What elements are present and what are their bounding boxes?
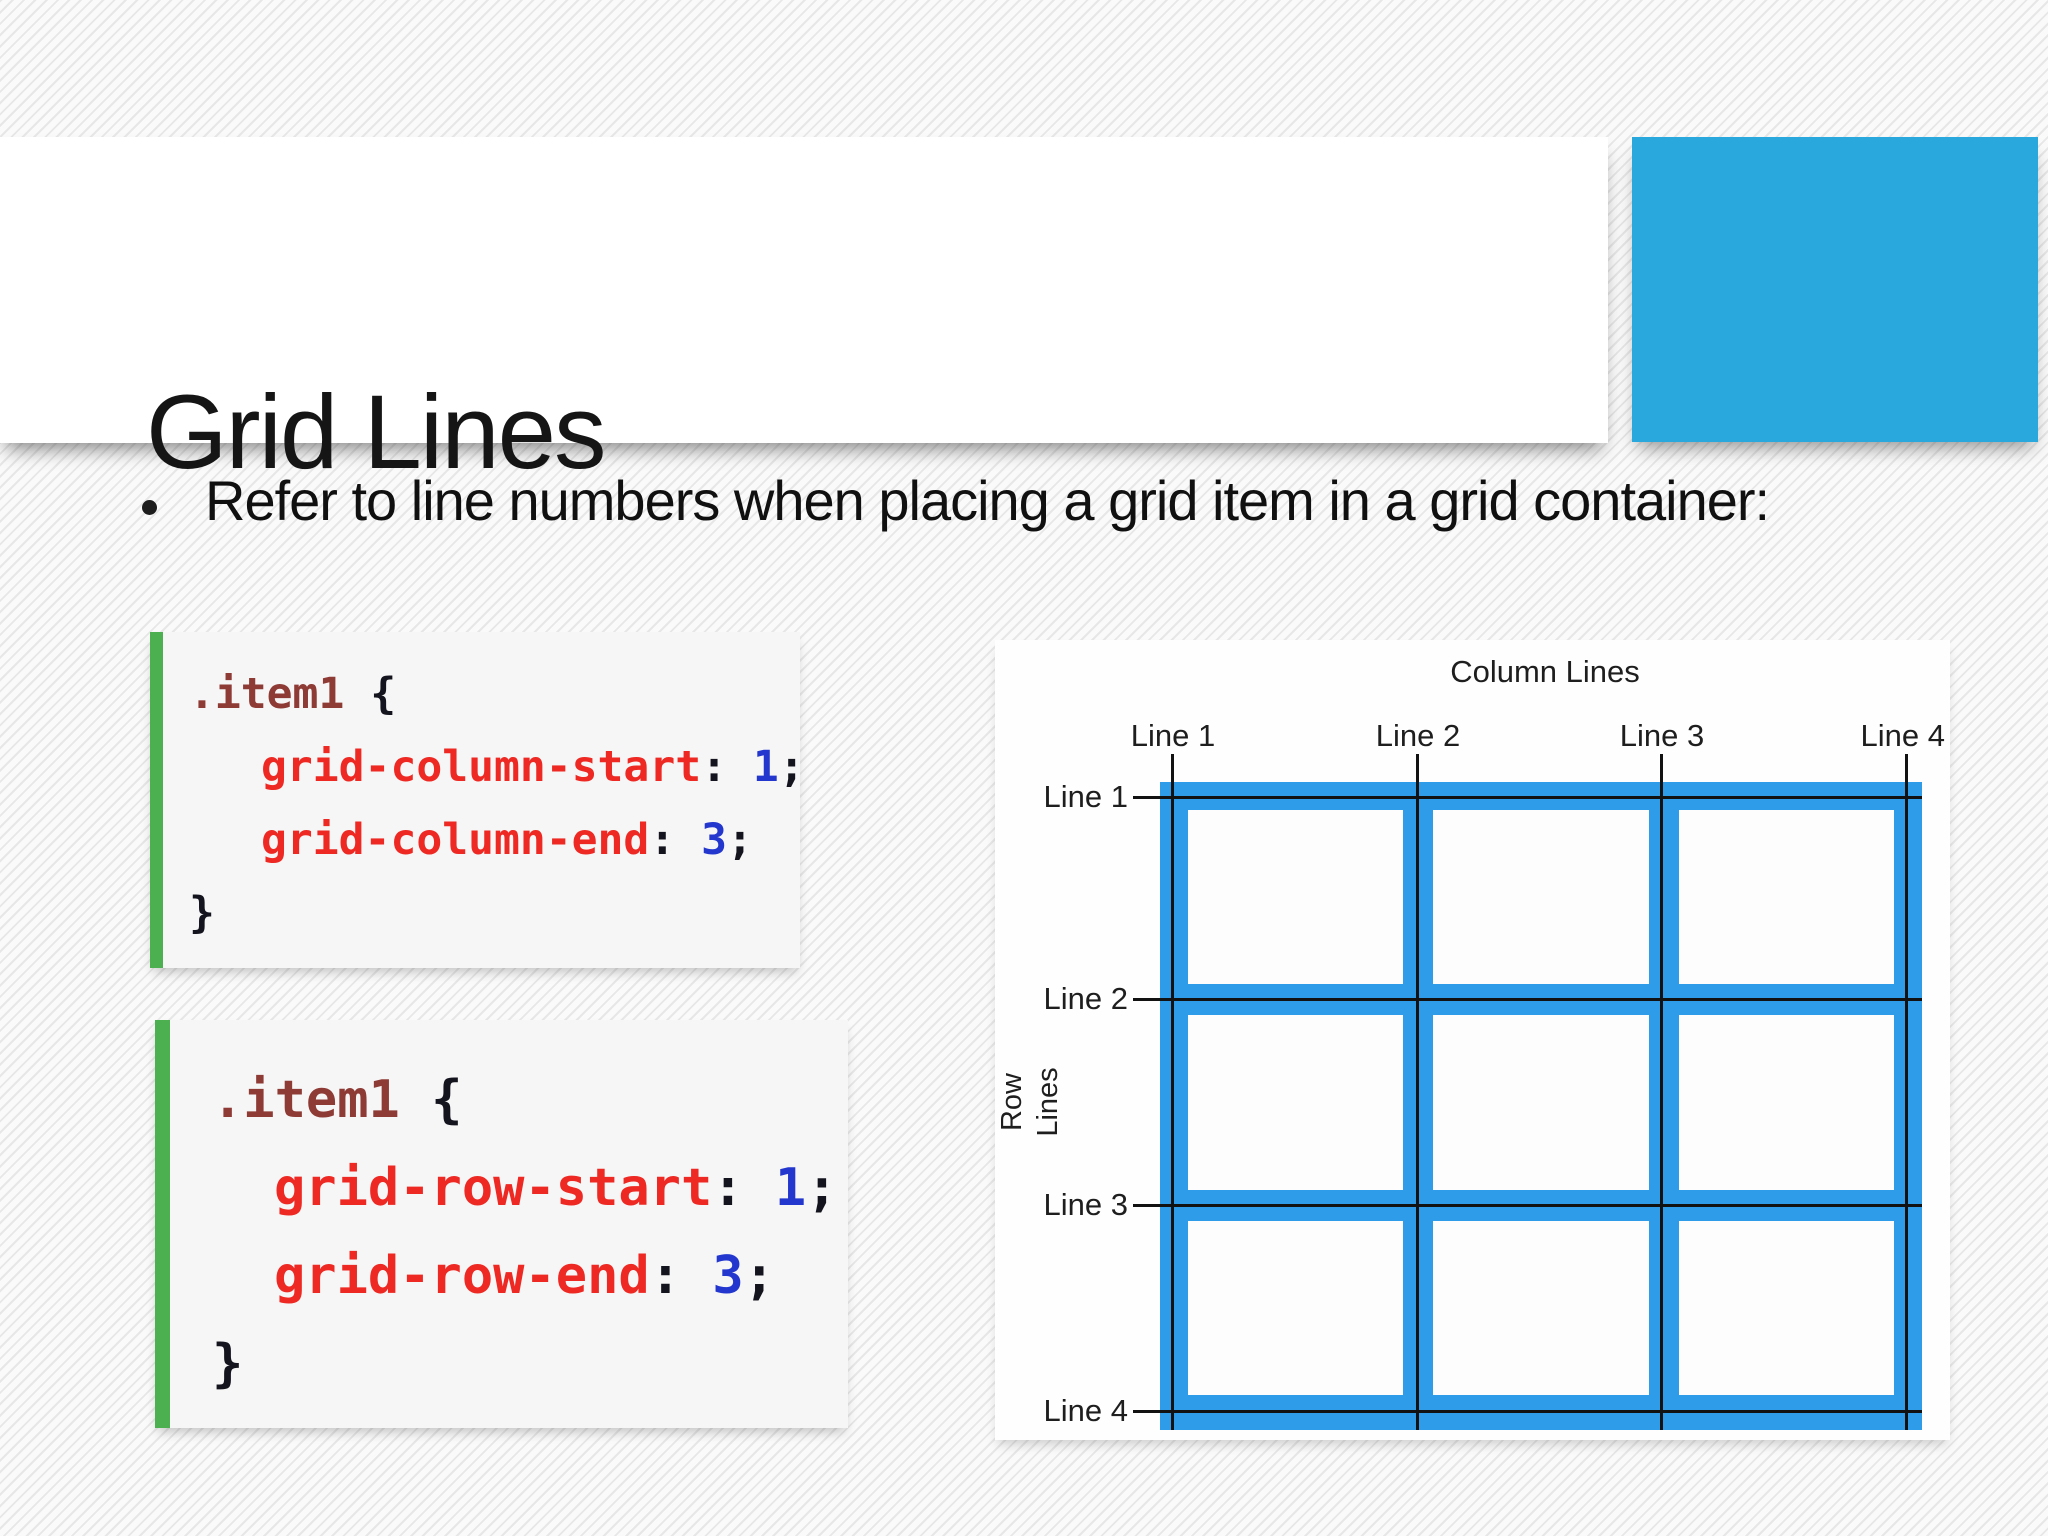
title-band: Grid Lines	[0, 137, 1608, 485]
css-property: grid-row-end	[274, 1246, 650, 1306]
code-line: .item1 {	[189, 658, 800, 731]
semicolon: ;	[806, 1158, 838, 1218]
row-axis-label: Row Lines	[996, 1067, 1064, 1137]
row-label-line-4: Line 4	[1043, 1393, 1128, 1428]
row-line-2	[1133, 998, 1922, 1001]
grid-cell	[1678, 1015, 1894, 1190]
grid-lines-diagram: Column Lines Line 1 Line 2 Line 3 Line 4…	[995, 640, 1950, 1440]
grid-cell	[1678, 1220, 1894, 1395]
close-brace: }	[212, 1334, 244, 1394]
column-label-line-3: Line 3	[1619, 718, 1705, 753]
page-title: Grid Lines	[146, 374, 607, 491]
column-line-2	[1416, 754, 1419, 1430]
code-block-grid-column: .item1 { grid-column-start: 1; grid-colu…	[150, 632, 805, 968]
bullet-text: Refer to line numbers when placing a gri…	[205, 469, 1770, 532]
row-line-1	[1133, 796, 1922, 799]
column-line-4	[1905, 754, 1908, 1430]
code-line: grid-column-end: 3;	[189, 804, 800, 877]
colon: :	[701, 742, 753, 792]
colon: :	[649, 815, 702, 865]
css-value: 3	[712, 1246, 744, 1306]
css-value: 1	[774, 1158, 807, 1218]
diagram-title: Column Lines	[1450, 654, 1640, 689]
code-block-grid-row: .item1 { grid-row-start: 1; grid-row-end…	[155, 1020, 848, 1428]
open-brace: {	[344, 669, 397, 719]
close-brace: }	[189, 888, 215, 938]
css-property: grid-row-start	[274, 1158, 713, 1218]
css-selector: .item1	[189, 669, 345, 719]
css-property: grid-column-end	[261, 815, 650, 865]
grid-cell	[1433, 1015, 1649, 1190]
grid-cell	[1188, 1220, 1404, 1395]
column-label-line-2: Line 2	[1375, 718, 1461, 753]
code-line: }	[189, 877, 800, 950]
semicolon: ;	[743, 1246, 775, 1306]
grid-cell	[1433, 1220, 1649, 1395]
accent-rectangle	[1632, 137, 2038, 442]
row-label-line-3: Line 3	[1043, 1187, 1128, 1222]
column-line-1	[1171, 754, 1174, 1430]
semicolon: ;	[727, 815, 753, 865]
grid-cell	[1188, 1015, 1404, 1190]
colon: :	[712, 1158, 775, 1218]
row-label-line-1: Line 1	[1043, 779, 1128, 814]
open-brace: {	[399, 1070, 463, 1130]
grid-container	[1160, 782, 1922, 1430]
code-line: grid-column-start: 1;	[189, 731, 805, 804]
row-label-line-2: Line 2	[1043, 981, 1128, 1016]
code-line: }	[212, 1320, 848, 1408]
grid-cell	[1188, 810, 1404, 985]
code-line: .item1 {	[212, 1056, 848, 1144]
css-selector: .item1	[212, 1070, 400, 1130]
grid-cell	[1433, 810, 1649, 985]
code-line: grid-row-end: 3;	[212, 1232, 848, 1320]
column-line-3	[1660, 754, 1663, 1430]
css-value: 3	[701, 815, 727, 865]
colon: :	[649, 1246, 713, 1306]
bullet-icon	[142, 500, 157, 515]
row-line-3	[1133, 1204, 1922, 1207]
css-property: grid-column-start	[261, 742, 702, 792]
column-label-line-1: Line 1	[1130, 718, 1216, 753]
semicolon: ;	[778, 742, 805, 792]
row-line-4	[1133, 1410, 1922, 1413]
column-label-line-4: Line 4	[1860, 718, 1945, 753]
grid-cell	[1678, 810, 1894, 985]
code-line: grid-row-start: 1;	[212, 1144, 848, 1232]
css-value: 1	[752, 742, 779, 792]
